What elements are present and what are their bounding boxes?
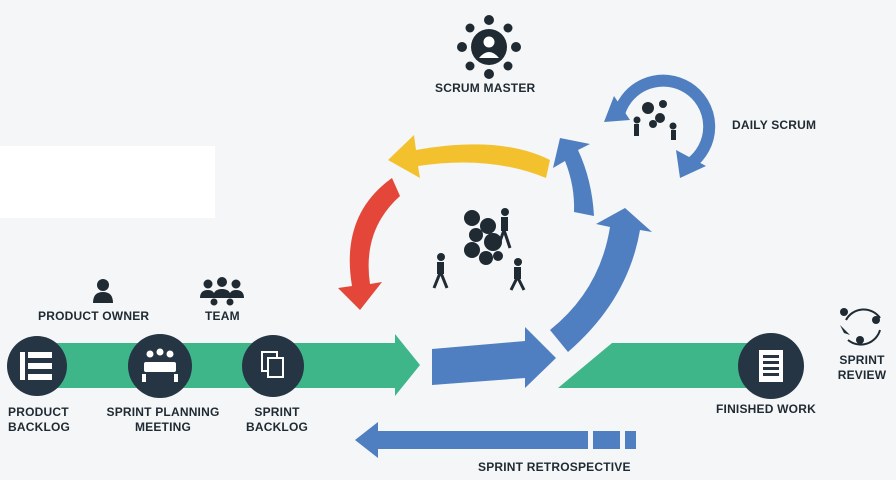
cycle-arc-right-lower (550, 208, 652, 352)
people-cycle-icon (840, 308, 881, 346)
finished-work-band (558, 343, 790, 388)
daily-scrum-label: DAILY SCRUM (732, 118, 817, 132)
product-backlog-label-line2: BACKLOG (8, 420, 71, 434)
sprint-flow-band (30, 334, 420, 396)
sprint-cycle (338, 135, 652, 352)
team-label: TEAM (205, 309, 240, 323)
list-icon (20, 352, 52, 380)
finished-work-label: FINISHED WORK (716, 402, 816, 416)
background-panel (0, 146, 215, 218)
team-gears-icon (633, 100, 677, 140)
people-pushing-gears-icon (432, 208, 526, 291)
product-backlog-node[interactable] (7, 336, 67, 396)
sprint-retrospective-label: SPRINT RETROSPECTIVE (478, 460, 631, 474)
sprint-backlog-node[interactable] (242, 335, 304, 397)
cycle-arc-top (388, 135, 550, 178)
group-icon (200, 277, 244, 306)
sprint-review-label-line2: REVIEW (837, 368, 887, 382)
daily-scrum-loop (604, 74, 716, 178)
product-owner-label: PRODUCT OWNER (38, 309, 150, 323)
person-icon (93, 279, 113, 303)
sprint-backlog-label-line1: SPRINT (254, 405, 300, 419)
cycle-entry-arrow (432, 327, 556, 388)
scrum-master-label: SCRUM MASTER (435, 81, 536, 95)
sprint-planning-node[interactable] (128, 334, 192, 398)
retrospective-arrow (355, 422, 636, 458)
documents-icon (261, 351, 284, 378)
product-backlog-label-line1: PRODUCT (8, 405, 69, 419)
finished-work-node[interactable] (738, 333, 804, 399)
meeting-icon (142, 348, 178, 382)
product-backlog-label: PRODUCT BACKLOG (8, 405, 70, 435)
sprint-planning-label-line2: MEETING (134, 420, 192, 434)
sprint-planning-label-line1: SPRINT PLANNING (106, 405, 220, 419)
sprint-review-label: SPRINT REVIEW (834, 353, 890, 383)
cycle-arc-left (338, 178, 400, 310)
sprint-backlog-label-line2: BACKLOG (245, 420, 309, 434)
person-with-gears-icon (457, 15, 521, 79)
cycle-arc-right-upper (553, 138, 594, 216)
sprint-backlog-label: SPRINT BACKLOG (242, 405, 312, 435)
sprint-review-label-line1: SPRINT (839, 353, 885, 367)
sprint-planning-label: SPRINT PLANNING MEETING (102, 405, 224, 435)
document-lines-icon (759, 350, 783, 382)
